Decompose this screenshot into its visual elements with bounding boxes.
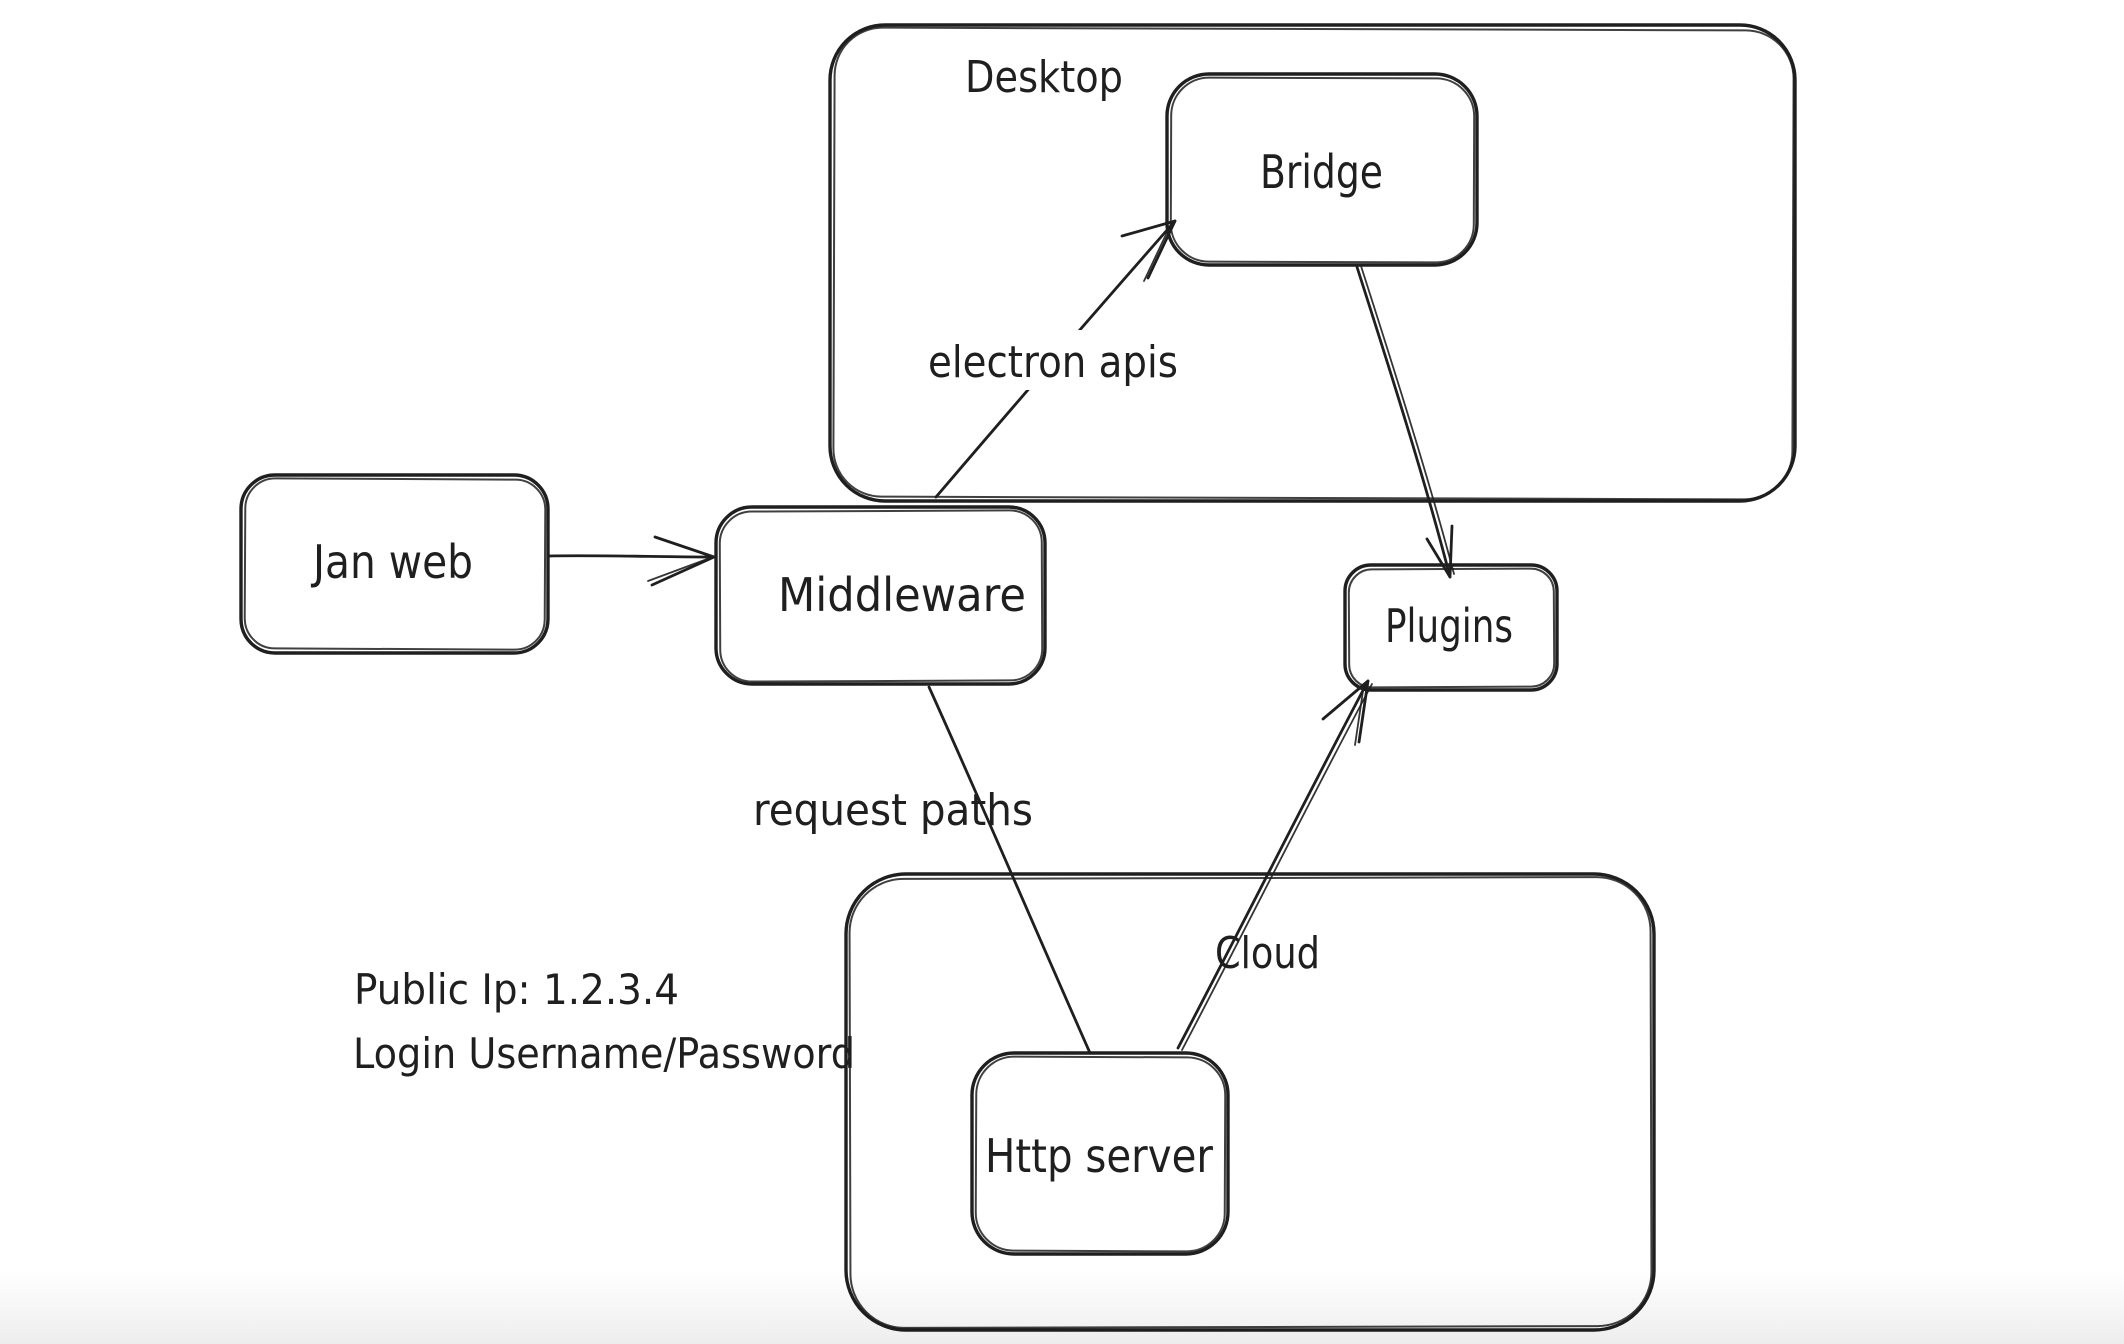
http-server-to-plugins-line-sketch bbox=[1181, 683, 1373, 1051]
jan-web-to-middleware-arrowhead bbox=[650, 535, 716, 587]
node-middleware[interactable]: Middleware bbox=[714, 505, 1047, 686]
bridge-sketch-stroke bbox=[1169, 76, 1476, 264]
http-server-label[interactable]: Http server bbox=[985, 1129, 1213, 1183]
desktop-container-shape[interactable] bbox=[828, 23, 1797, 503]
note-public-ip[interactable]: Public Ip: 1.2.3.4 bbox=[354, 965, 679, 1014]
bridge-label[interactable]: Bridge bbox=[1260, 145, 1383, 199]
http-server-to-plugins-line[interactable] bbox=[1176, 679, 1370, 1050]
middleware-to-bridge-arrowhead-sketch bbox=[1143, 223, 1172, 282]
bridge-shape[interactable] bbox=[1165, 72, 1479, 267]
request-paths-label[interactable]: request paths bbox=[753, 785, 1033, 836]
bridge-to-plugins-line[interactable] bbox=[1355, 265, 1452, 579]
plugins-label[interactable]: Plugins bbox=[1385, 599, 1513, 653]
edge-middleware-to-http-server[interactable]: request paths bbox=[753, 685, 1092, 1055]
middleware-to-http-server-line[interactable] bbox=[927, 685, 1092, 1055]
bridge-to-plugins-line-sketch bbox=[1360, 265, 1455, 575]
http-server-sketch-stroke bbox=[974, 1055, 1227, 1253]
middleware-to-bridge-arrowhead bbox=[1120, 219, 1177, 280]
node-jan-web[interactable]: Jan web bbox=[239, 473, 550, 655]
node-http-server[interactable]: Http server bbox=[970, 1051, 1230, 1256]
note-login[interactable]: Login Username/Password bbox=[353, 1029, 855, 1078]
http-server-to-plugins-arrowhead-sketch bbox=[1354, 683, 1365, 746]
desktop-container-sketch-stroke bbox=[832, 26, 1795, 501]
jan-web-to-middleware-arrowhead-sketch bbox=[647, 557, 711, 582]
edge-http-server-to-plugins[interactable] bbox=[1176, 679, 1373, 1051]
edge-bridge-to-plugins[interactable] bbox=[1355, 265, 1455, 579]
bridge-to-plugins-arrowhead bbox=[1425, 524, 1454, 579]
container-desktop[interactable]: Desktop bbox=[828, 23, 1797, 503]
middleware-shape[interactable] bbox=[714, 505, 1047, 686]
jan-web-label[interactable]: Jan web bbox=[310, 535, 473, 589]
http-server-shape[interactable] bbox=[970, 1051, 1230, 1256]
note-credentials[interactable]: Public Ip: 1.2.3.4 Login Username/Passwo… bbox=[353, 965, 855, 1078]
bottom-fade bbox=[0, 1270, 2124, 1344]
middleware-label[interactable]: Middleware bbox=[778, 568, 1026, 622]
edge-middleware-to-bridge[interactable]: electron apis bbox=[918, 219, 1186, 499]
middleware-sketch-stroke bbox=[718, 509, 1044, 683]
http-server-to-plugins-arrowhead bbox=[1321, 679, 1370, 744]
jan-web-sketch-stroke bbox=[243, 477, 547, 651]
jan-web-shape[interactable] bbox=[239, 473, 550, 655]
jan-web-to-middleware-line[interactable] bbox=[547, 554, 714, 559]
node-bridge[interactable]: Bridge bbox=[1165, 72, 1479, 267]
edge-jan-web-to-middleware[interactable] bbox=[547, 535, 716, 587]
electron-apis-label[interactable]: electron apis bbox=[928, 337, 1178, 388]
electron-apis-label-background bbox=[918, 330, 1186, 390]
desktop-container-label[interactable]: Desktop bbox=[965, 52, 1123, 103]
cloud-container-label[interactable]: Cloud bbox=[1215, 928, 1320, 979]
